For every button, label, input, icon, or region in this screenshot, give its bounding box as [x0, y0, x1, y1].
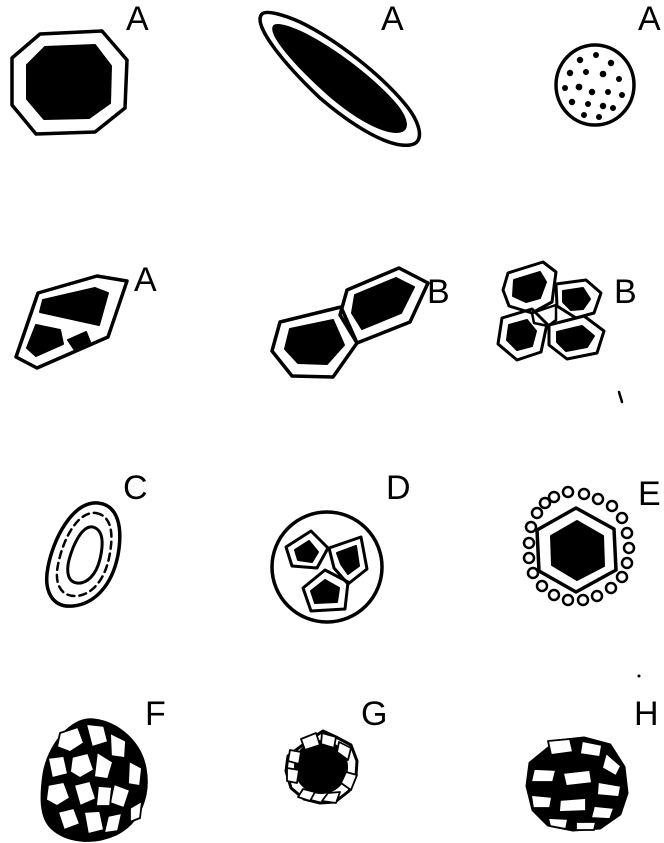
particle-g-fringed [286, 731, 357, 803]
particle-f-aggregate [42, 720, 146, 841]
label-d: D [386, 471, 411, 505]
particle-a-composite [16, 276, 127, 368]
label-h: H [634, 697, 659, 731]
label-c: C [123, 471, 148, 505]
label-a-1: A [126, 2, 149, 36]
stray-dot [638, 675, 641, 678]
label-b-1: B [427, 275, 450, 309]
label-a-4: A [134, 263, 157, 297]
label-a-3: A [638, 2, 661, 36]
stray-mark [619, 392, 622, 402]
particle-b-pair [272, 268, 428, 377]
label-b-2: B [614, 275, 637, 309]
particle-h-banded [527, 738, 627, 830]
label-g: G [361, 697, 387, 731]
label-a-2: A [381, 2, 404, 36]
label-e: E [638, 477, 661, 511]
particle-a-octagon [12, 31, 127, 134]
particle-b-cluster [498, 262, 604, 360]
particle-e-ringed [524, 487, 634, 605]
particle-c-hollow [47, 503, 120, 606]
particle-d-enclosed [272, 512, 382, 622]
label-f: F [145, 697, 166, 731]
particle-a-dotted [556, 45, 634, 125]
